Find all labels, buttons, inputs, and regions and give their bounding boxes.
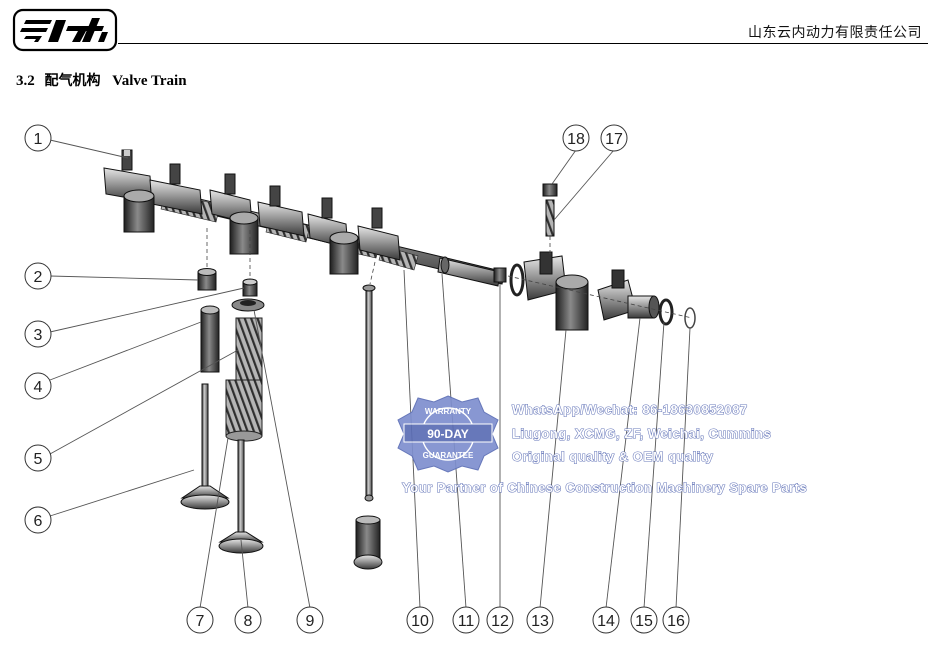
washer: [658, 298, 674, 326]
lock-nut: [542, 183, 558, 197]
assembly-lines: [206, 228, 693, 319]
callout: 3: [24, 320, 52, 348]
watermark-line-4: Your Partner of Chinese Construction Mac…: [402, 480, 807, 495]
company-name: 山东云内动力有限责任公司: [748, 25, 922, 41]
badge-top-text: WARRANTY: [425, 407, 472, 416]
valve-cap: [197, 268, 217, 291]
tappet: [353, 515, 383, 570]
callout: 12: [486, 606, 514, 634]
badge-bottom-text: GUARANTEE: [423, 451, 474, 460]
callout-16: 16: [667, 613, 685, 630]
rocker-support: [229, 211, 259, 255]
exhaust-valve: [218, 439, 264, 554]
rocker-support: [329, 231, 359, 275]
rocker-arm: [357, 207, 401, 261]
warranty-badge-icon: WARRANTY 90-DAY GUARANTEE: [397, 395, 499, 473]
intake-valve: [180, 383, 230, 510]
callout-17: 17: [605, 131, 623, 148]
callout-1: 1: [34, 131, 43, 148]
callout: 4: [24, 372, 52, 400]
callout-7: 7: [196, 613, 205, 630]
push-rod: [362, 284, 376, 502]
callout: 11: [452, 606, 480, 634]
end-support: [555, 274, 589, 331]
watermark: WARRANTY 90-DAY GUARANTEE WhatsApp/Wecha…: [397, 395, 807, 496]
callout: 2: [24, 262, 52, 290]
section-title-en: Valve Train: [112, 73, 187, 89]
callout: 18: [562, 124, 590, 152]
callout-13: 13: [531, 613, 549, 630]
page-header: 山东云内动力有限责任公司: [0, 0, 944, 60]
callout-6: 6: [34, 513, 43, 530]
adjust-screw: [545, 199, 555, 237]
callout-9: 9: [306, 613, 315, 630]
spacer-sleeve: [627, 295, 660, 319]
callout: 5: [24, 444, 52, 472]
header-rule: [118, 43, 928, 44]
watermark-line-1: WhatsApp/Wechat: 86-18630852087: [512, 402, 748, 417]
callout: 13: [526, 606, 554, 634]
watermark-line-3: Original quality & OEM quality: [512, 449, 714, 464]
valve-guide: [200, 305, 220, 373]
rocker-arm: [149, 163, 203, 215]
callout-12: 12: [491, 613, 509, 630]
section-title: 3.2 配气机构 Valve Train: [16, 70, 187, 90]
snap-ring: [509, 263, 525, 297]
callout-8: 8: [244, 613, 253, 630]
company-logo-icon: [12, 8, 118, 52]
callout: 9: [296, 606, 324, 634]
rocker-shaft-assembly: [103, 149, 506, 287]
section-title-zh: 配气机构: [44, 73, 101, 89]
callout: 14: [592, 606, 620, 634]
watermark-line-2: Liugong, XCMG, ZF, Weichai, Cummins: [512, 426, 771, 441]
callout: 8: [234, 606, 262, 634]
callout-18: 18: [567, 131, 585, 148]
callout-5: 5: [34, 451, 43, 468]
callout-4: 4: [34, 379, 43, 396]
callout-10: 10: [411, 613, 429, 630]
callout-14: 14: [597, 613, 615, 630]
circlip: [684, 307, 696, 329]
valve-collet: [242, 278, 258, 297]
callout-11: 11: [458, 613, 475, 630]
callout: 17: [600, 124, 628, 152]
callout: 16: [662, 606, 690, 634]
section-number: 3.2: [16, 73, 35, 89]
callout-2: 2: [34, 269, 43, 286]
callout: 6: [24, 506, 52, 534]
spring-retainer: [231, 298, 265, 312]
shaft-plug: [493, 267, 507, 283]
callout: 1: [24, 124, 52, 152]
callout-15: 15: [635, 613, 653, 630]
rocker-support: [123, 189, 155, 233]
callout: 15: [630, 606, 658, 634]
inner-valve-spring: [225, 379, 263, 442]
callout-3: 3: [34, 327, 43, 344]
callout: 10: [406, 606, 434, 634]
callout: 7: [186, 606, 214, 634]
rocker-arm: [257, 185, 305, 237]
badge-mid-text: 90-DAY: [427, 427, 469, 441]
